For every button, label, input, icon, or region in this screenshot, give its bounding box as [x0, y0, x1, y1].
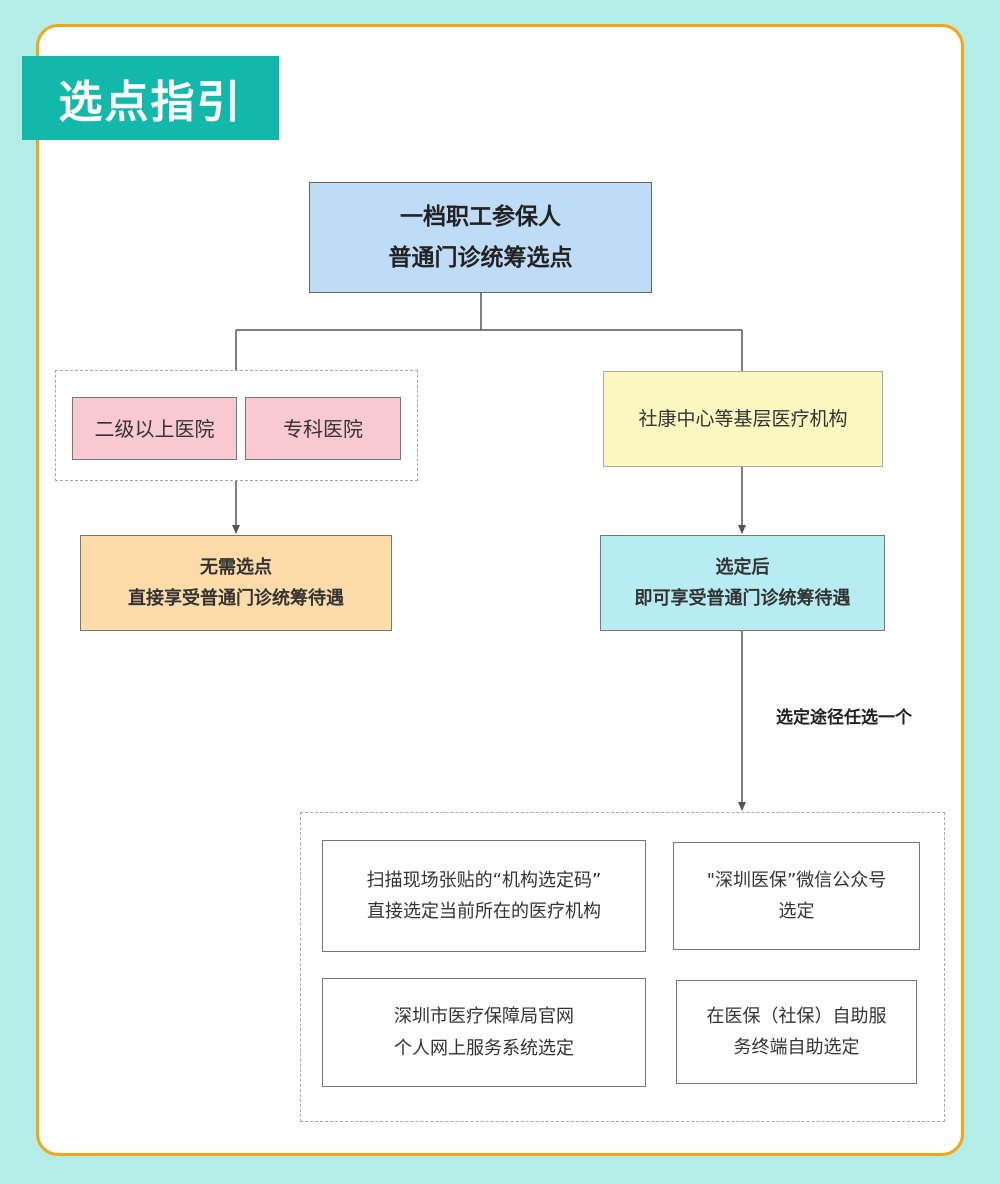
method-line-1: "深圳医保”微信公众号: [706, 869, 887, 891]
edge-label: 选定途径任选一个: [776, 708, 912, 728]
method-line-1: 深圳市医疗保障局官网: [394, 1006, 574, 1027]
option-specialty-hospital: 专科医院: [245, 397, 401, 460]
after-selection-line-1: 选定后: [715, 556, 770, 578]
option-label: 二级以上医院: [94, 416, 215, 441]
community-clinic-label: 社康中心等基层医疗机构: [638, 407, 848, 430]
option-tertiary-hospital: 二级以上医院: [72, 397, 237, 460]
root-line-1: 一档职工参保人: [400, 204, 561, 231]
option-label: 专科医院: [283, 416, 363, 441]
hospital-options-group: [55, 370, 418, 481]
method-line-2: 个人网上服务系统选定: [394, 1037, 574, 1059]
method-self-service-terminal: 在医保（社保）自助服 务终端自助选定: [676, 980, 917, 1084]
method-line-2: 务终端自助选定: [733, 1037, 860, 1058]
after-selection-line-2: 即可享受普通门诊统筹待遇: [634, 588, 851, 609]
method-line-1: 在医保（社保）自助服: [706, 1005, 887, 1027]
no-selection-result: 无需选点 直接享受普通门诊统筹待遇: [80, 535, 392, 631]
selection-methods-group: [300, 812, 945, 1122]
after-selection-result: 选定后 即可享受普通门诊统筹待遇: [600, 535, 885, 631]
root-node: 一档职工参保人 普通门诊统筹选点: [309, 182, 652, 293]
root-line-2: 普通门诊统筹选点: [388, 244, 573, 271]
no-selection-line-2: 直接享受普通门诊统筹待遇: [128, 588, 344, 609]
method-line-2: 选定: [778, 901, 815, 922]
method-line-1: 扫描现场张贴的“机构选定码”: [366, 869, 602, 891]
community-clinic-node: 社康中心等基层医疗机构: [603, 371, 883, 467]
method-scan-code: 扫描现场张贴的“机构选定码” 直接选定当前所在的医疗机构: [322, 840, 646, 952]
no-selection-line-1: 无需选点: [200, 556, 272, 578]
method-line-2: 直接选定当前所在的医疗机构: [367, 901, 601, 922]
method-wechat: "深圳医保”微信公众号 选定: [673, 842, 920, 950]
method-official-website: 深圳市医疗保障局官网 个人网上服务系统选定: [322, 978, 646, 1087]
page-title: 选点指引: [22, 56, 279, 140]
